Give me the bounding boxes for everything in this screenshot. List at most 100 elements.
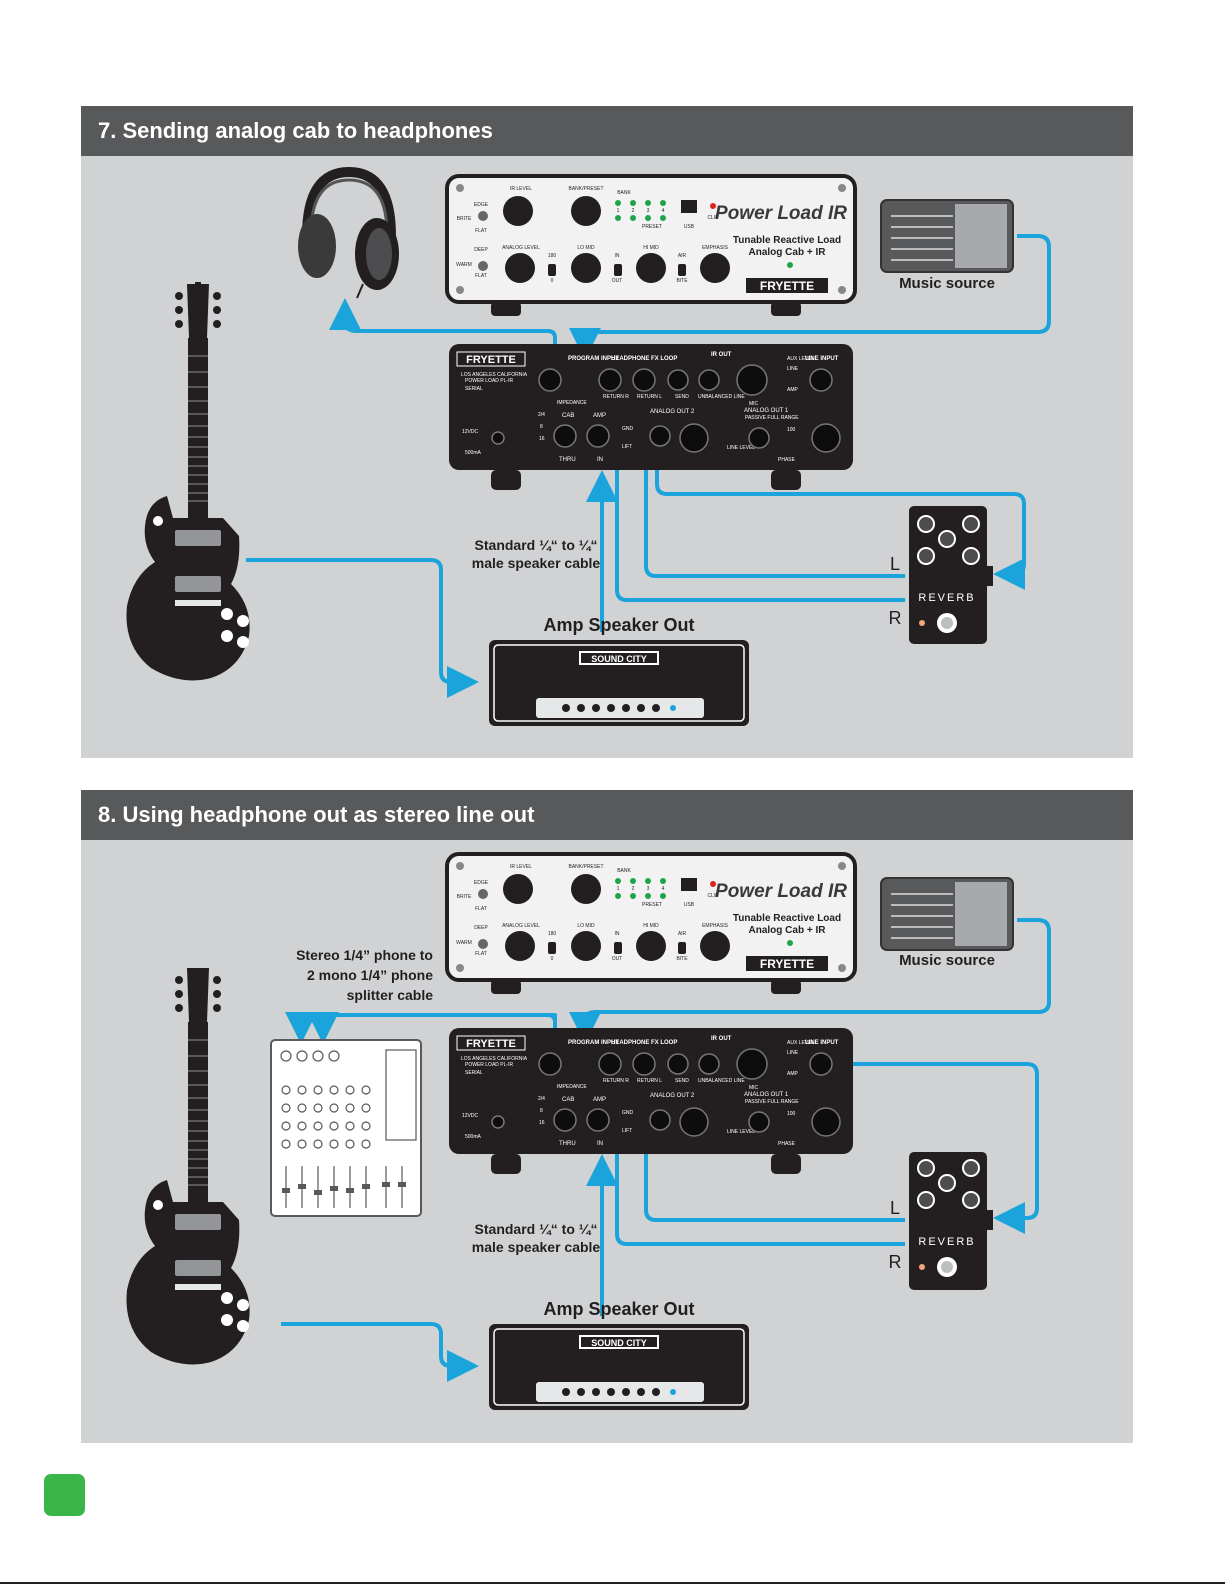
svg-text:IN: IN xyxy=(615,253,620,259)
svg-text:HEADPHONE FX LOOP: HEADPHONE FX LOOP xyxy=(611,356,677,362)
section-7-diagram: Power Load IR Tunable Reactive Load Anal… xyxy=(126,166,1051,726)
svg-text:CLIP: CLIP xyxy=(707,893,719,899)
svg-text:AMP: AMP xyxy=(593,1097,606,1103)
amp-speaker-out-label: Amp Speaker Out xyxy=(543,615,694,635)
cable-headphone-split-b xyxy=(307,1012,557,1044)
sound-city-amp: SOUND CITY xyxy=(489,1324,749,1410)
svg-text:DEEP: DEEP xyxy=(474,247,488,253)
svg-text:BANK/PRESET: BANK/PRESET xyxy=(568,186,603,192)
svg-text:SOUND CITY: SOUND CITY xyxy=(591,1338,647,1348)
svg-text:SOUND CITY: SOUND CITY xyxy=(591,654,647,664)
svg-text:EMPHASIS: EMPHASIS xyxy=(702,245,729,251)
cable-headphones xyxy=(329,298,557,348)
svg-text:ANALOG OUT 1: ANALOG OUT 1 xyxy=(744,408,789,414)
svg-text:Analog Cab + IR: Analog Cab + IR xyxy=(749,247,827,258)
cable-pedal-R-to-return-r xyxy=(615,378,905,602)
svg-text:2: 2 xyxy=(632,886,635,892)
svg-text:AIR: AIR xyxy=(678,931,687,937)
svg-text:L: L xyxy=(890,1198,900,1218)
svg-text:POWER LOAD PL-IR: POWER LOAD PL-IR xyxy=(465,378,513,384)
svg-text:RETURN R: RETURN R xyxy=(603,1078,629,1084)
svg-text:BITE: BITE xyxy=(676,956,688,962)
sound-city-amp: SOUND CITY xyxy=(489,640,749,726)
svg-text:16: 16 xyxy=(539,1120,545,1126)
svg-text:BANK: BANK xyxy=(617,190,631,196)
svg-text:WARM: WARM xyxy=(456,262,472,268)
mixer-icon xyxy=(270,1039,422,1217)
svg-text:0: 0 xyxy=(551,956,554,962)
music-source-device: Music source xyxy=(880,199,1014,292)
svg-text:RETURN L: RETURN L xyxy=(637,1078,662,1084)
svg-text:AMP: AMP xyxy=(593,413,606,419)
pedal-right-label: R xyxy=(889,608,902,628)
svg-text:180: 180 xyxy=(548,253,557,259)
power-load-front-unit: Power Load IR Tunable Reactive Load Anal… xyxy=(445,174,857,316)
svg-text:BITE: BITE xyxy=(676,278,688,284)
section-8-panel: 8. Using headphone out as stereo line ou… xyxy=(81,790,1133,1443)
svg-text:12VDC: 12VDC xyxy=(462,429,479,435)
svg-text:Amp Speaker Out: Amp Speaker Out xyxy=(543,1299,694,1319)
svg-text:ANALOG OUT 2: ANALOG OUT 2 xyxy=(650,1093,695,1099)
svg-text:AUX LEVEL: AUX LEVEL xyxy=(787,1040,814,1046)
svg-text:16: 16 xyxy=(539,436,545,442)
svg-text:100: 100 xyxy=(787,1111,796,1117)
svg-text:MIC: MIC xyxy=(749,401,759,407)
svg-text:ANALOG OUT 2: ANALOG OUT 2 xyxy=(650,409,695,415)
svg-text:IMPEDANCE: IMPEDANCE xyxy=(557,1084,587,1090)
svg-text:8: 8 xyxy=(540,1108,543,1114)
svg-text:LIFT: LIFT xyxy=(622,1128,632,1134)
headphones-icon xyxy=(298,166,399,299)
cable-music-source xyxy=(569,234,1051,360)
svg-text:LINE INPUT: LINE INPUT xyxy=(805,1040,839,1046)
svg-text:male speaker cable: male speaker cable xyxy=(472,1239,601,1255)
svg-text:THRU: THRU xyxy=(559,457,576,463)
svg-text:500mA: 500mA xyxy=(465,450,482,456)
svg-text:3: 3 xyxy=(647,208,650,214)
svg-text:4: 4 xyxy=(662,886,665,892)
svg-text:ANALOG LEVEL: ANALOG LEVEL xyxy=(502,245,540,251)
svg-text:2: 2 xyxy=(632,208,635,214)
section-8-cables xyxy=(281,918,1051,1382)
svg-text:PASSIVE FULL RANGE: PASSIVE FULL RANGE xyxy=(745,415,799,421)
svg-text:MIC: MIC xyxy=(749,1085,759,1091)
svg-text:USB: USB xyxy=(684,224,695,230)
svg-text:RETURN R: RETURN R xyxy=(603,394,629,400)
pedal-left-label: L xyxy=(890,554,900,574)
svg-text:1: 1 xyxy=(617,208,620,214)
svg-text:REVERB: REVERB xyxy=(918,1236,975,1248)
svg-text:UNBALANCED LINE: UNBALANCED LINE xyxy=(698,394,745,400)
splitter-label-line2: 2 mono 1/4” phone xyxy=(307,967,433,983)
svg-text:IR LEVEL: IR LEVEL xyxy=(510,864,532,870)
svg-text:HI MID: HI MID xyxy=(643,923,659,929)
cable-pedal-R-to-return-r xyxy=(615,1062,905,1246)
svg-text:SERIAL: SERIAL xyxy=(465,386,483,392)
svg-text:ANALOG LEVEL: ANALOG LEVEL xyxy=(502,923,540,929)
svg-text:IR OUT: IR OUT xyxy=(711,1036,732,1042)
svg-text:EDGE: EDGE xyxy=(474,202,489,208)
svg-text:0: 0 xyxy=(551,278,554,284)
svg-text:PHASE: PHASE xyxy=(778,1141,796,1147)
svg-text:AIR: AIR xyxy=(678,253,687,259)
section-8-header: 8. Using headphone out as stereo line ou… xyxy=(81,790,1133,840)
svg-text:2/4: 2/4 xyxy=(538,412,545,418)
music-source-device: Music source xyxy=(880,877,1014,969)
footer-rule xyxy=(0,1582,1225,1584)
section-7-panel: 7. Sending analog cab to headphones xyxy=(81,106,1133,758)
svg-text:R: R xyxy=(889,1252,902,1272)
svg-text:THRU: THRU xyxy=(559,1141,576,1147)
svg-text:1: 1 xyxy=(617,886,620,892)
svg-text:IR LEVEL: IR LEVEL xyxy=(510,186,532,192)
cable-label-line1: Standard ¼“ to ¼“ xyxy=(475,537,598,553)
svg-text:BANK/PRESET: BANK/PRESET xyxy=(568,864,603,870)
svg-text:Tunable Reactive Load: Tunable Reactive Load xyxy=(733,913,841,924)
svg-text:FLAT: FLAT xyxy=(475,228,487,234)
svg-text:IR OUT: IR OUT xyxy=(711,352,732,358)
svg-text:BRITE: BRITE xyxy=(457,216,472,222)
section-8-title: 8. Using headphone out as stereo line ou… xyxy=(98,802,535,827)
svg-text:LINE LEVEL: LINE LEVEL xyxy=(727,445,755,451)
splitter-label-line1: Stereo 1/4” phone to xyxy=(296,947,433,963)
svg-text:PHASE: PHASE xyxy=(778,457,796,463)
svg-text:USB: USB xyxy=(684,902,695,908)
svg-text:12VDC: 12VDC xyxy=(462,1113,479,1119)
svg-text:UNBALANCED LINE: UNBALANCED LINE xyxy=(698,1078,745,1084)
